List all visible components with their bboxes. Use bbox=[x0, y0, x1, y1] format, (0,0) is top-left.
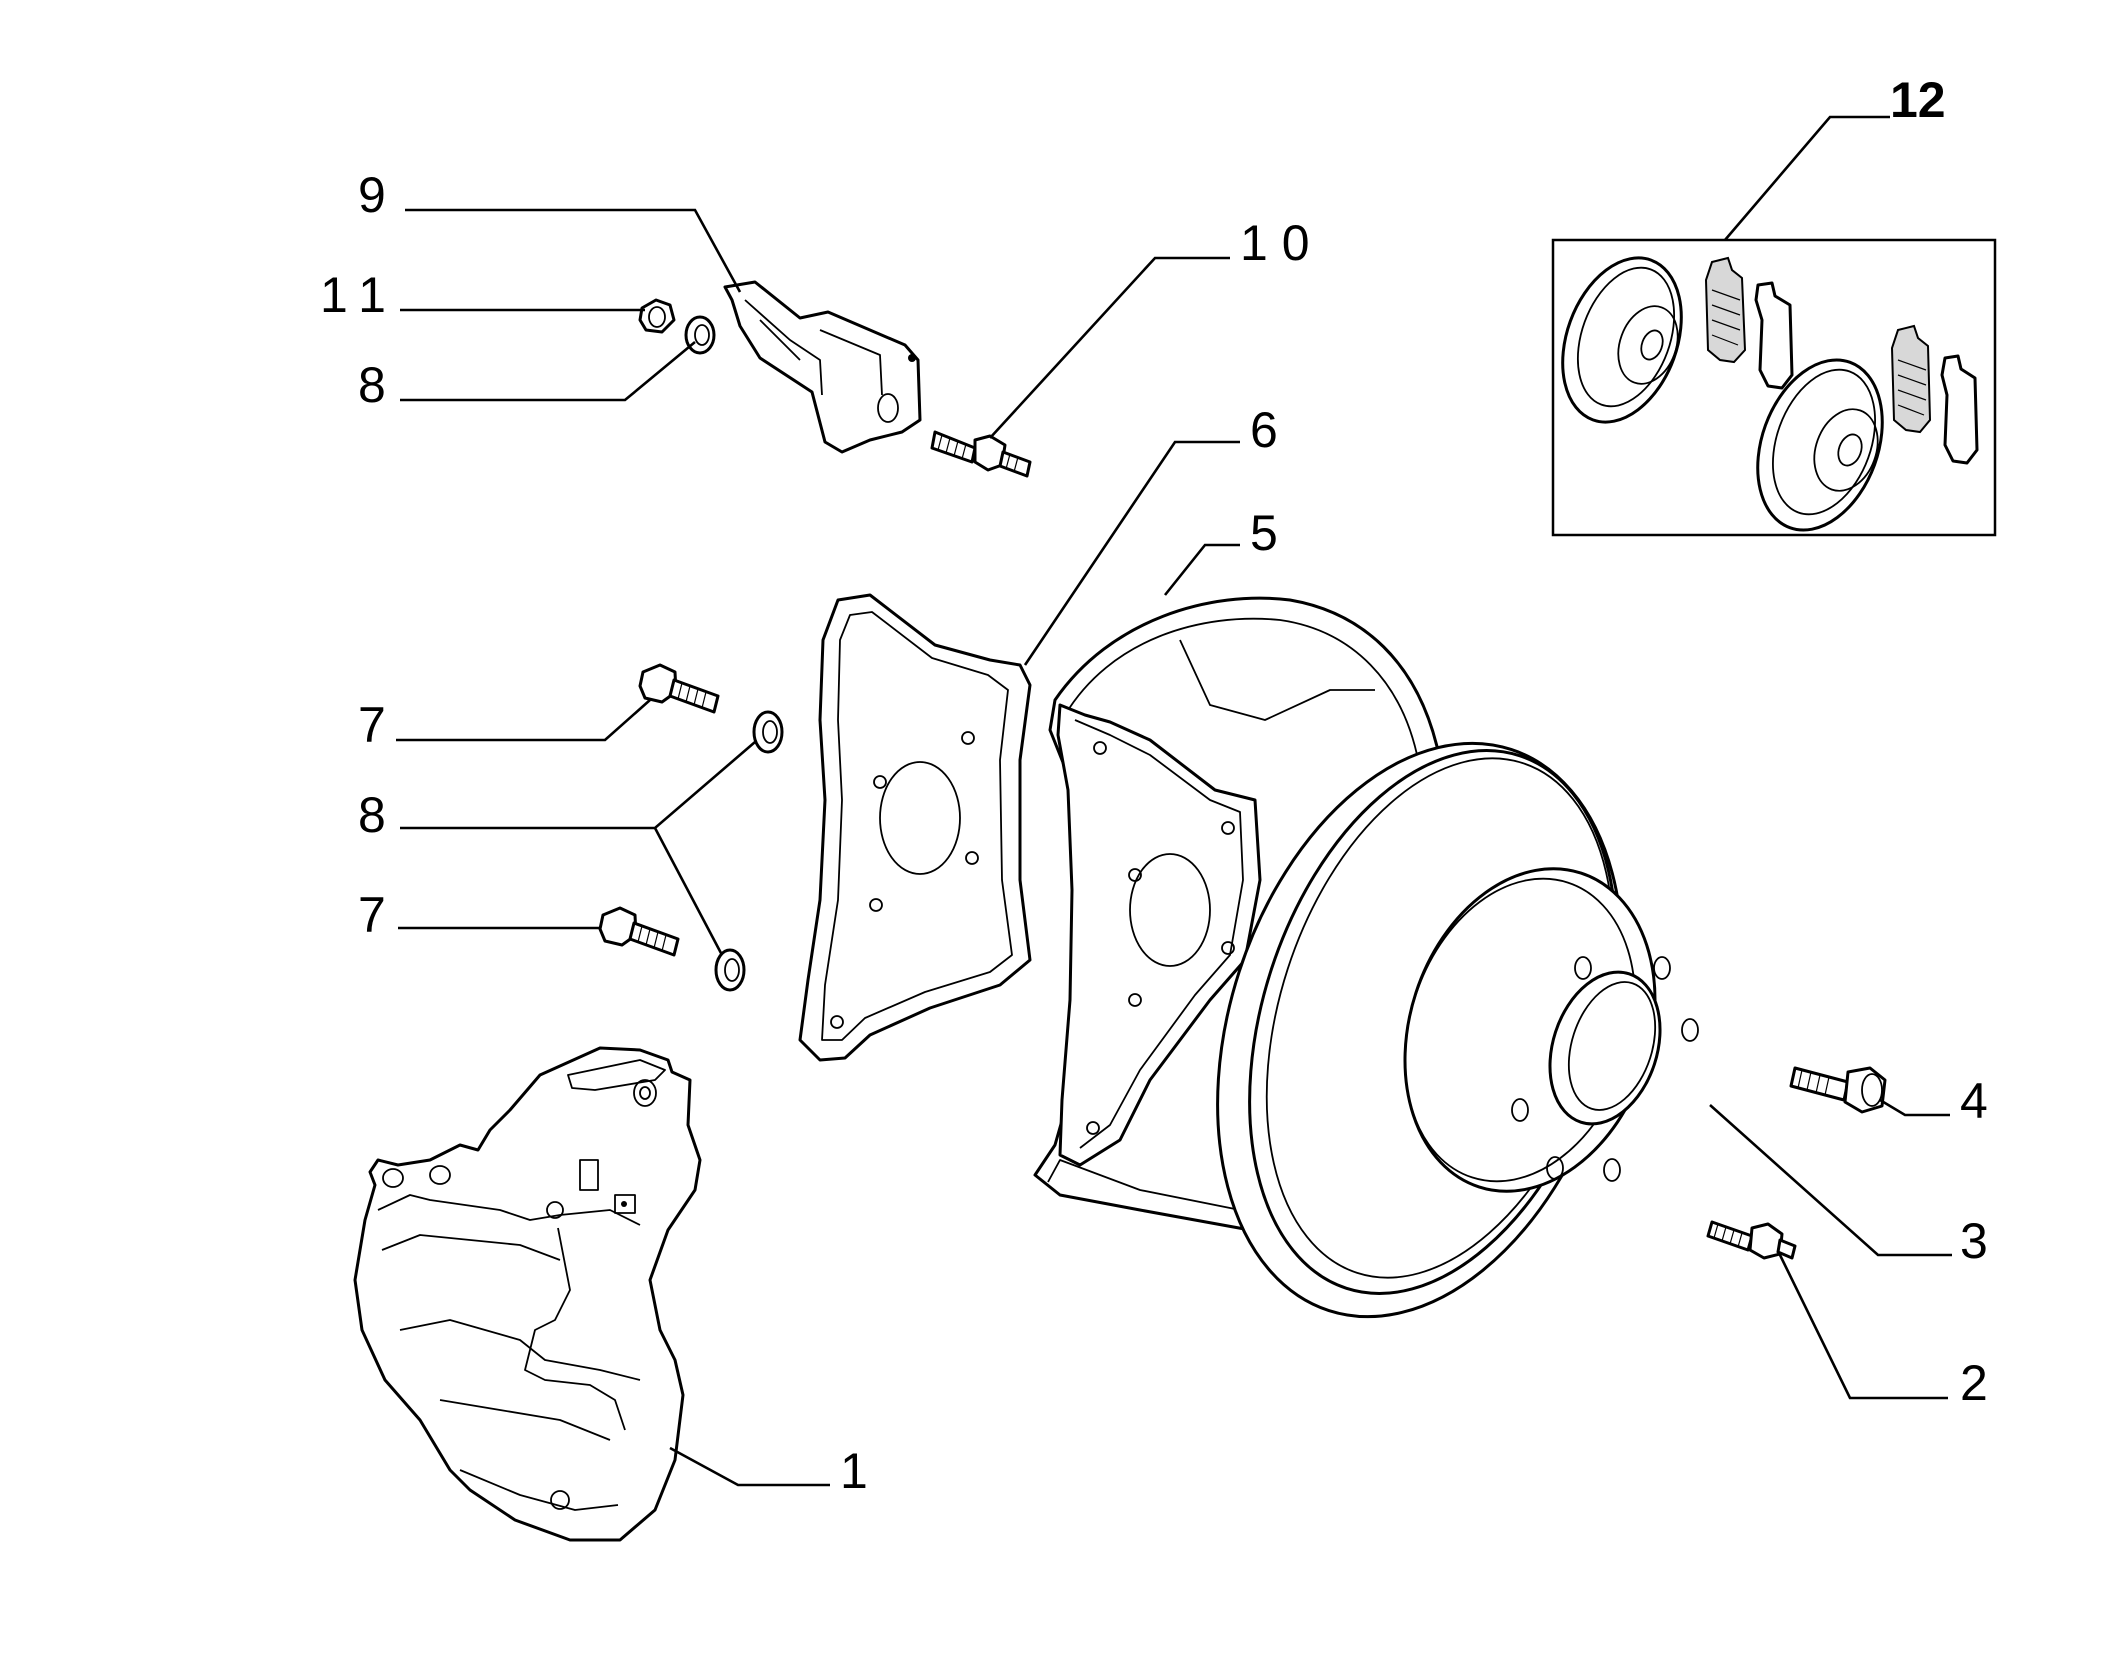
leader-4 bbox=[1879, 1098, 1950, 1117]
part-12-brake-kit-inset[interactable] bbox=[1541, 238, 1997, 548]
part-6-backing-plate[interactable] bbox=[798, 593, 1032, 1062]
leader-2 bbox=[1778, 1254, 1948, 1400]
callout-12: 12 bbox=[1890, 72, 1946, 128]
kit-pad-a2 bbox=[1754, 281, 1794, 390]
part-1-caliper[interactable] bbox=[353, 1046, 702, 1542]
part-9-bracket[interactable] bbox=[723, 280, 922, 454]
callout-6: 6 bbox=[1250, 402, 1278, 458]
callout-7-lower: 7 bbox=[358, 887, 386, 943]
callout-8-mid: 8 bbox=[358, 787, 386, 843]
part-8-washer-lower[interactable] bbox=[714, 948, 746, 992]
callout-11: 11 bbox=[320, 267, 400, 323]
leader-lines bbox=[396, 115, 1952, 1487]
callout-4: 4 bbox=[1960, 1073, 1988, 1129]
leader-10 bbox=[989, 256, 1230, 439]
part-7-bolt-lower[interactable] bbox=[598, 906, 680, 957]
leader-6 bbox=[1023, 440, 1240, 666]
leader-8-mid bbox=[400, 741, 756, 830]
part-7-bolt-upper[interactable] bbox=[638, 663, 720, 714]
kit-pad-b1 bbox=[1890, 324, 1932, 434]
leader-5 bbox=[1163, 543, 1240, 596]
part-8-washer-upper[interactable] bbox=[752, 710, 784, 754]
leader-12 bbox=[1724, 115, 1890, 241]
callout-labels: 12 9 11 8 10 6 5 7 8 7 4 3 2 1 bbox=[320, 72, 1988, 1499]
part-2-stud[interactable] bbox=[1706, 1220, 1797, 1260]
callout-7-upper: 7 bbox=[358, 697, 386, 753]
kit-disc-a bbox=[1561, 256, 1683, 424]
leader-3 bbox=[1709, 1104, 1952, 1257]
callout-3: 3 bbox=[1960, 1213, 1988, 1269]
leader-7-upper bbox=[396, 699, 651, 742]
callout-1: 1 bbox=[840, 1443, 868, 1499]
leader-9 bbox=[405, 208, 742, 293]
callout-10: 10 bbox=[1240, 215, 1324, 271]
kit-pad-b2 bbox=[1940, 354, 1979, 465]
leader-8-top bbox=[400, 340, 696, 402]
part-3-brake-disc[interactable] bbox=[1148, 691, 1699, 1370]
callout-5: 5 bbox=[1250, 505, 1278, 561]
callout-2: 2 bbox=[1960, 1355, 1988, 1411]
leader-8-mid-b bbox=[653, 827, 724, 956]
kit-disc-b bbox=[1756, 358, 1884, 532]
callout-8-top: 8 bbox=[358, 357, 386, 413]
part-11-nut[interactable] bbox=[638, 298, 676, 334]
part-4-bolt[interactable] bbox=[1789, 1066, 1887, 1114]
part-10-stud-bolt[interactable] bbox=[930, 430, 1032, 478]
leader-1 bbox=[669, 1446, 830, 1487]
callout-9: 9 bbox=[358, 167, 386, 223]
